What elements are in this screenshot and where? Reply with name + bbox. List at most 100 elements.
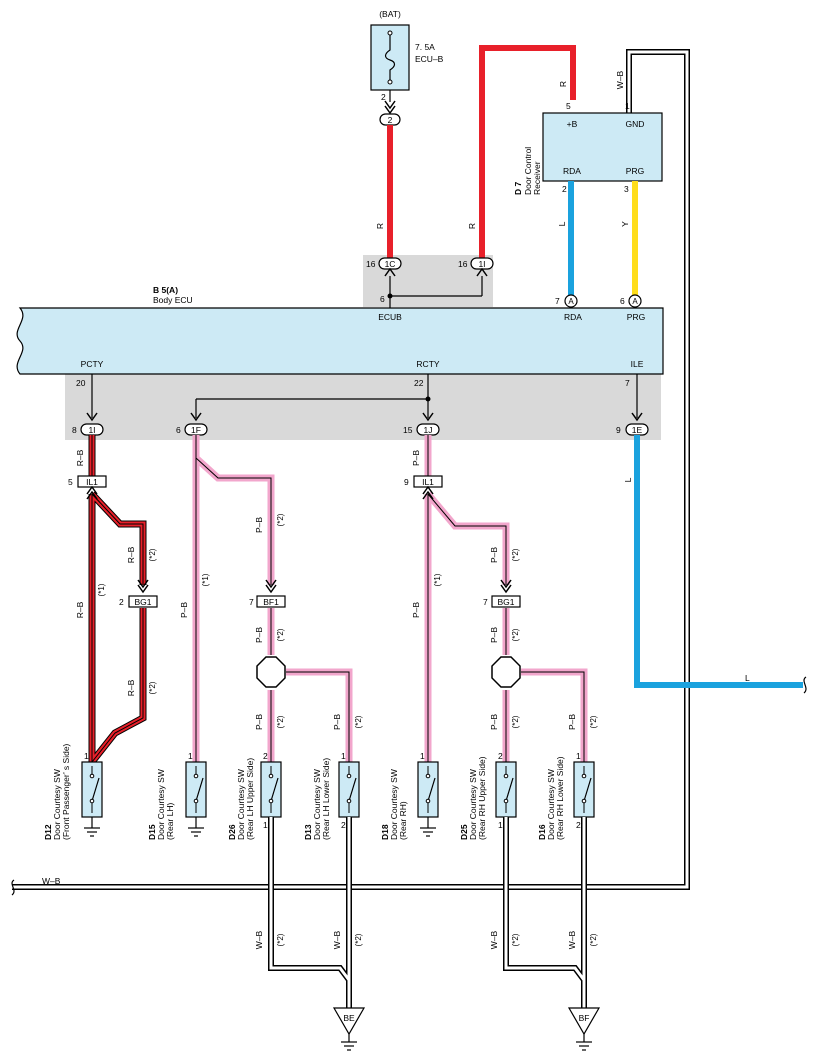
- svg-text:R–B: R–B: [126, 546, 136, 563]
- svg-text:Door Courtesy SW: Door Courtesy SW: [312, 769, 322, 840]
- svg-text:2: 2: [263, 751, 268, 761]
- svg-text:W–B: W–B: [254, 930, 264, 949]
- junction-block-bottom: [65, 374, 661, 440]
- svg-text:P–B: P–B: [411, 602, 421, 618]
- label-d25: D25 Door Courtesy SW (Rear RH Upper Side…: [459, 756, 487, 840]
- svg-text:9: 9: [616, 425, 621, 435]
- svg-text:Door Courtesy SW: Door Courtesy SW: [389, 769, 399, 840]
- svg-text:R: R: [375, 223, 385, 229]
- power-source-label: (BAT): [379, 9, 401, 19]
- svg-text:6: 6: [176, 425, 181, 435]
- svg-text:2: 2: [119, 597, 124, 607]
- ecu-connector-a-rda: [564, 294, 578, 308]
- svg-text:2: 2: [388, 115, 393, 125]
- receiver-name-2: Receiver: [532, 161, 542, 195]
- svg-text:(Rear LH Lower Side): (Rear LH Lower Side): [321, 758, 331, 840]
- red-wire-receiver: [479, 45, 576, 258]
- svg-text:P–B: P–B: [179, 602, 189, 618]
- svg-text:2: 2: [576, 820, 581, 830]
- svg-text:IL1: IL1: [86, 477, 98, 487]
- switch-d18: [417, 761, 439, 818]
- svg-text:R–B: R–B: [75, 449, 85, 466]
- ecu-connector-a-prg: [628, 294, 642, 308]
- receiver-pin-b: +B: [567, 119, 578, 129]
- switch-d12: [81, 761, 103, 818]
- svg-text:(*2): (*2): [354, 715, 363, 728]
- svg-text:1C: 1C: [385, 259, 396, 269]
- svg-text:D12: D12: [43, 824, 53, 840]
- svg-text:(Rear LH): (Rear LH): [165, 803, 175, 840]
- svg-text:Door Courtesy SW: Door Courtesy SW: [546, 769, 556, 840]
- wb-main-label: W–B: [42, 876, 61, 886]
- blue-wire-ile: [634, 435, 803, 688]
- ground-icon-d18: [420, 817, 436, 837]
- fuse-amp-label: 7. 5A: [415, 42, 435, 52]
- svg-text:P–B: P–B: [332, 714, 342, 730]
- svg-text:(Rear RH Upper Side): (Rear RH Upper Side): [477, 756, 487, 840]
- svg-text:P–B: P–B: [489, 547, 499, 563]
- svg-text:1: 1: [188, 751, 193, 761]
- svg-text:(*2): (*2): [511, 548, 520, 561]
- connector-bg1-right: [491, 595, 521, 608]
- svg-text:P–B: P–B: [254, 627, 264, 643]
- svg-text:22: 22: [414, 378, 424, 388]
- svg-text:Y: Y: [620, 221, 630, 227]
- svg-text:1E: 1E: [632, 425, 643, 435]
- svg-text:7: 7: [555, 296, 560, 306]
- svg-text:1: 1: [625, 101, 630, 111]
- svg-text:(Rear LH Upper Side): (Rear LH Upper Side): [245, 758, 255, 840]
- svg-text:R: R: [467, 223, 477, 229]
- svg-text:5: 5: [566, 101, 571, 111]
- svg-text:6: 6: [620, 296, 625, 306]
- ground-icon-d15: [188, 817, 204, 837]
- ecu-pin-rcty: RCTY: [416, 359, 439, 369]
- svg-text:(*1): (*1): [201, 573, 210, 586]
- ecu-pin-pcty: PCTY: [81, 359, 104, 369]
- connector-bg1-left: [128, 595, 158, 608]
- svg-text:A: A: [568, 297, 574, 306]
- svg-text:16: 16: [366, 259, 376, 269]
- svg-text:(*2): (*2): [511, 715, 520, 728]
- svg-text:BG1: BG1: [497, 597, 514, 607]
- svg-text:(*2): (*2): [276, 628, 285, 641]
- ground-icon-d12: [84, 817, 100, 837]
- svg-text:(Front Passenger’ s Side): (Front Passenger’ s Side): [61, 743, 71, 840]
- svg-text:BF1: BF1: [263, 597, 279, 607]
- svg-text:W–B: W–B: [332, 930, 342, 949]
- wb-ground-wires: [268, 817, 587, 1008]
- ground-icon-be: [341, 1034, 357, 1051]
- svg-text:(*2): (*2): [276, 715, 285, 728]
- svg-text:(*2): (*2): [148, 548, 157, 561]
- label-d15: D15 Door Courtesy SW (Rear LH): [147, 769, 175, 840]
- svg-text:P–B: P–B: [254, 714, 264, 730]
- switch-d13: [338, 761, 360, 818]
- svg-text:D18: D18: [380, 824, 390, 840]
- svg-text:L: L: [623, 477, 633, 482]
- svg-text:6: 6: [380, 294, 385, 304]
- svg-text:(Rear RH Lower Side): (Rear RH Lower Side): [555, 756, 565, 840]
- svg-text:2: 2: [341, 820, 346, 830]
- svg-text:R–B: R–B: [75, 601, 85, 618]
- ecu-pin-rda: RDA: [564, 312, 582, 322]
- label-d26: D26 Door Courtesy SW (Rear LH Upper Side…: [227, 758, 255, 840]
- ecu-name: Body ECU: [153, 295, 193, 305]
- svg-text:(*2): (*2): [589, 715, 598, 728]
- svg-text:2: 2: [498, 751, 503, 761]
- svg-text:P–B: P–B: [489, 714, 499, 730]
- svg-text:16: 16: [458, 259, 468, 269]
- switch-d25: [495, 761, 517, 818]
- svg-text:BE: BE: [343, 1013, 355, 1023]
- svg-text:D13: D13: [303, 824, 313, 840]
- fuse-name-label: ECU–B: [415, 54, 444, 64]
- fuse-pin-label: 2: [381, 92, 386, 102]
- svg-text:R: R: [558, 81, 568, 87]
- svg-text:1F: 1F: [191, 425, 201, 435]
- svg-text:Door Courtesy SW: Door Courtesy SW: [156, 769, 166, 840]
- svg-text:P–B: P–B: [489, 627, 499, 643]
- svg-text:R–B: R–B: [126, 679, 136, 696]
- svg-text:5: 5: [68, 477, 73, 487]
- svg-text:7: 7: [249, 597, 254, 607]
- svg-text:D16: D16: [537, 824, 547, 840]
- svg-text:P–B: P–B: [411, 450, 421, 466]
